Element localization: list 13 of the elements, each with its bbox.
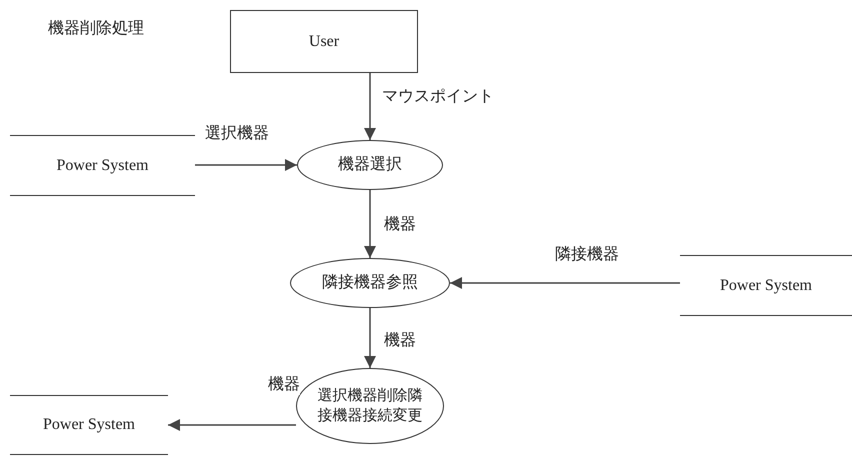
arrow	[168, 419, 296, 431]
edge-label: 機器	[268, 374, 300, 395]
data-store: Power System	[680, 255, 852, 316]
process-ellipse: 隣接機器参照	[290, 258, 450, 308]
process-ellipse: 機器選択	[297, 140, 443, 190]
arrow	[364, 73, 376, 140]
arrow	[364, 190, 376, 258]
entity-box: User	[230, 10, 418, 73]
data-store: Power System	[10, 135, 195, 196]
arrow	[364, 308, 376, 368]
arrow	[195, 159, 297, 171]
arrow	[450, 277, 680, 289]
data-store: Power System	[10, 395, 168, 455]
